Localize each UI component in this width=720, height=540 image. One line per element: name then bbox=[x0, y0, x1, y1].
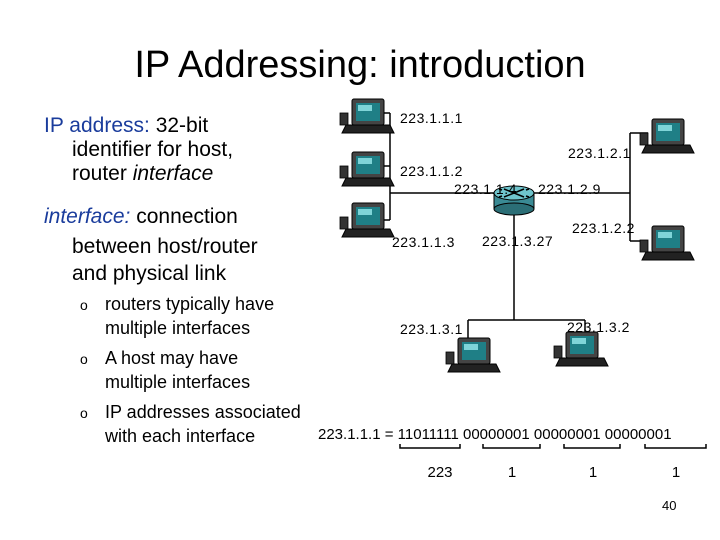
ip-label-router-129: 223.1.2.9 bbox=[538, 181, 601, 197]
host-computer-icon bbox=[639, 118, 695, 154]
bullet-2-line-2: multiple interfaces bbox=[105, 372, 251, 392]
octet-value-3: 1 bbox=[588, 464, 598, 481]
bullet-marker-2: o bbox=[80, 351, 88, 367]
bullet-marker-1: o bbox=[80, 297, 88, 313]
bullet-marker-3: o bbox=[80, 405, 88, 421]
bullet-3-line-2: with each interface bbox=[105, 426, 256, 446]
ip-label-host-131: 223.1.3.1 bbox=[400, 321, 463, 337]
ip-label-host-122: 223.1.2.2 bbox=[572, 220, 635, 236]
host-computer-icon bbox=[339, 98, 395, 134]
ip-label-host-111: 223.1.1.1 bbox=[400, 110, 463, 126]
interface-def: connection bbox=[130, 205, 238, 228]
bracket-octet-4 bbox=[644, 444, 707, 449]
bracket-octet-2 bbox=[482, 444, 541, 449]
definition-interface: interface: connection bbox=[44, 205, 238, 229]
page-number: 40 bbox=[662, 498, 677, 513]
ip-label-router-127: 223.1.3.27 bbox=[482, 233, 554, 249]
definition-line-5: between host/router bbox=[72, 235, 258, 258]
octet-value-2: 1 bbox=[507, 464, 517, 481]
interface-word: interface bbox=[132, 162, 214, 185]
bracket-octet-3 bbox=[563, 444, 621, 449]
bullet-3-line-1: IP addresses associated bbox=[105, 402, 301, 422]
router-word: router bbox=[72, 162, 133, 185]
octet-value-4: 1 bbox=[671, 464, 681, 481]
ip-address-def: 32-bit bbox=[155, 114, 209, 137]
binary-equation: 223.1.1.1 = 11011111 00000001 00000001 0… bbox=[318, 426, 672, 443]
host-computer-icon bbox=[445, 337, 501, 373]
octet-value-1: 223 bbox=[427, 464, 453, 481]
router-icon bbox=[493, 185, 535, 216]
ip-label-router-114: 223.1.1.4 bbox=[454, 181, 517, 197]
ip-label-host-112: 223.1.1.2 bbox=[400, 163, 463, 179]
ip-label-host-132: 223.1.3.2 bbox=[567, 319, 630, 335]
slide-title: IP Addressing: introduction bbox=[134, 44, 586, 86]
bullet-1-line-1: routers typically have bbox=[105, 294, 275, 314]
definition-ip-address: IP address: 32-bit bbox=[44, 114, 208, 138]
host-computer-icon bbox=[553, 331, 609, 367]
ip-label-host-113: 223.1.1.3 bbox=[392, 234, 455, 250]
bullet-2-line-1: A host may have bbox=[105, 348, 239, 368]
host-computer-icon bbox=[339, 151, 395, 187]
ip-label-host-121: 223.1.2.1 bbox=[568, 145, 631, 161]
interface-term: interface: bbox=[44, 205, 131, 228]
bullet-1-line-2: multiple interfaces bbox=[105, 318, 251, 338]
host-computer-icon bbox=[639, 225, 695, 261]
definition-line-3: router interface bbox=[72, 162, 213, 186]
definition-line-6: and physical link bbox=[72, 262, 227, 285]
bracket-octet-1 bbox=[399, 444, 461, 449]
binary-brackets bbox=[399, 444, 707, 449]
definition-line-2: identifier for host, bbox=[72, 138, 234, 161]
ip-address-term: IP address: bbox=[44, 114, 156, 137]
